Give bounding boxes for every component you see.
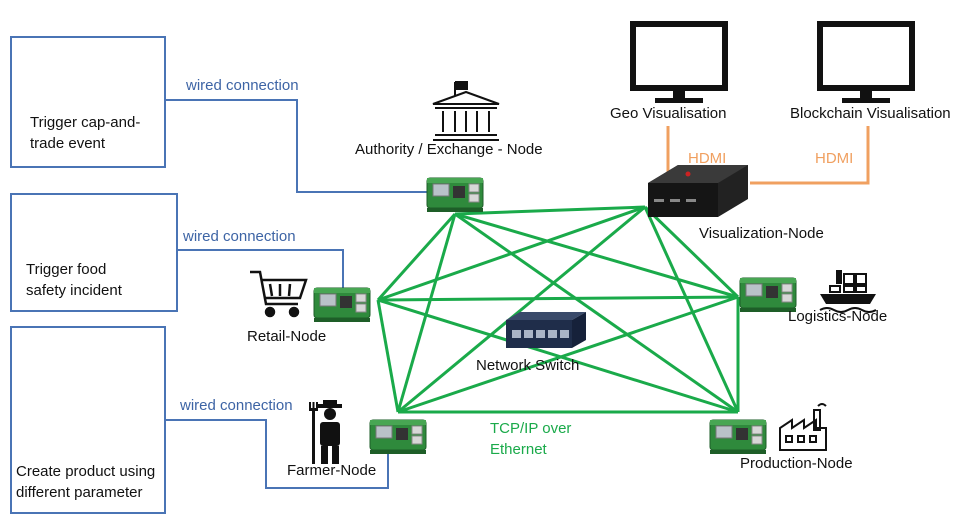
food-safety-text: Trigger food safety incident (26, 261, 122, 299)
mini-pc-icon (648, 165, 748, 217)
wired-connection-label: wired connection (180, 397, 293, 414)
cap-and-trade-text: Trigger cap-and- trade event (30, 114, 141, 152)
tcp-ip-label: TCP/IP over Ethernet (490, 420, 572, 458)
cargo-ship-icon (819, 270, 877, 313)
raspberry-pi-icon (369, 419, 427, 455)
authority-node-label: Authority / Exchange - Node (355, 141, 543, 158)
cap-and-trade-panel: Trigger cap-and- trade event (10, 36, 166, 168)
factory-icon (779, 403, 827, 451)
farmer-node-label: Farmer-Node (287, 462, 377, 479)
network-switch-icon (506, 312, 586, 348)
wired-connection-label: wired connection (186, 77, 299, 94)
retail-node-label: Retail-Node (247, 328, 327, 345)
product-text: Create product using different parameter (16, 463, 156, 501)
hdmi-lines (666, 126, 870, 185)
production-node-label: Production-Node (740, 455, 853, 472)
logistics-node-label: Logistics-Node (788, 308, 888, 325)
raspberry-pi-icon (709, 419, 767, 455)
shopping-cart-icon (250, 270, 308, 318)
geo-visualisation-label: Geo Visualisation (610, 105, 727, 122)
monitor-icon (817, 21, 915, 103)
bank-building-icon (432, 81, 500, 141)
blockchain-visualisation-label: Blockchain Visualisation (790, 105, 951, 122)
food-safety-panel: Trigger food safety incident (10, 193, 178, 312)
farmer-icon (309, 400, 342, 464)
product-panel: Create product using different parameter (10, 326, 166, 514)
monitor-icon (630, 21, 728, 103)
network-switch-label: Network Switch (476, 357, 580, 374)
hdmi-label: HDMI (688, 150, 727, 167)
visualization-node-label: Visualization-Node (699, 225, 824, 242)
hdmi-label: HDMI (815, 150, 854, 167)
ethernet-mesh (376, 205, 740, 414)
raspberry-pi-icon (313, 287, 371, 323)
raspberry-pi-icon (426, 177, 484, 213)
wired-connection-lines (164, 99, 430, 489)
wired-connection-label: wired connection (183, 228, 296, 245)
raspberry-pi-icon (739, 277, 797, 313)
